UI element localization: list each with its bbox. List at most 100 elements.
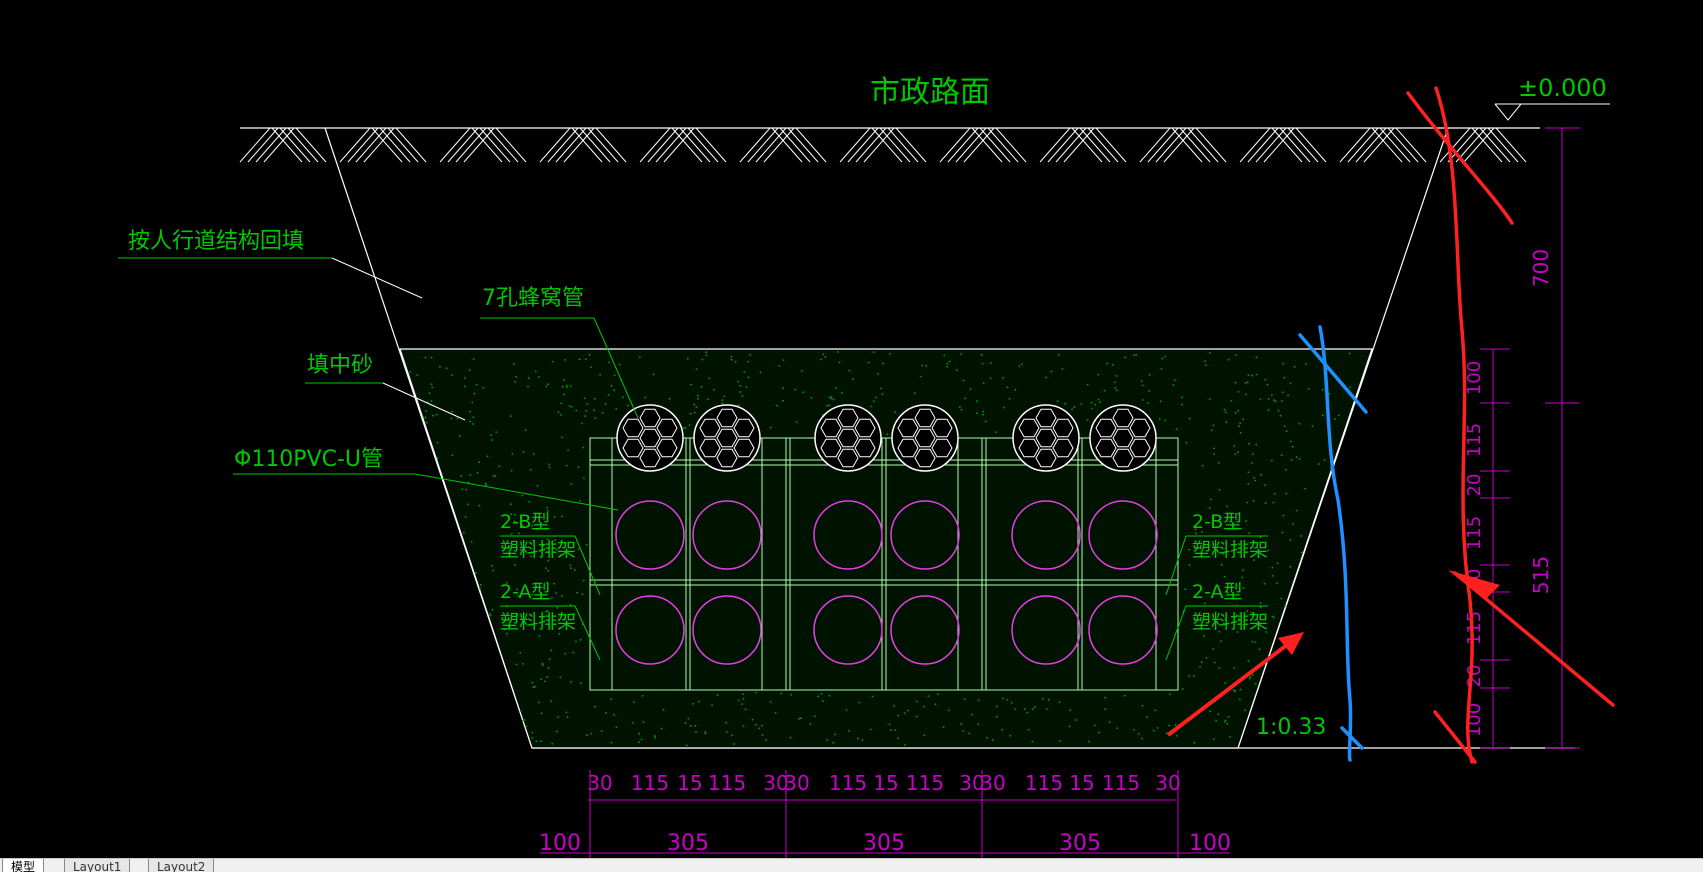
- sand-dot: [1164, 419, 1167, 422]
- pvc-pipe: [1088, 500, 1158, 570]
- sand-dot: [782, 399, 784, 402]
- sand-dot: [733, 743, 735, 745]
- sand-dot: [754, 691, 757, 694]
- sand-dot: [749, 353, 752, 356]
- sand-dot: [707, 398, 710, 401]
- horizontal-dimensions: [540, 770, 1230, 858]
- honeycomb-cell: [716, 448, 738, 468]
- sand-dot: [469, 420, 472, 423]
- sand-dot: [478, 504, 481, 507]
- sand-dot: [904, 744, 906, 746]
- sand-dot: [682, 427, 685, 430]
- sand-dot: [652, 373, 655, 376]
- sand-dot: [586, 734, 588, 737]
- sand-dot: [547, 614, 550, 617]
- sand-dot: [1093, 724, 1096, 727]
- sand-dot: [542, 544, 545, 547]
- sand-dot: [1213, 453, 1215, 455]
- sand-dot: [1293, 365, 1296, 368]
- sand-dot: [711, 704, 713, 706]
- sand-dot: [464, 377, 466, 379]
- sand-dot: [835, 387, 837, 389]
- sand-dot: [551, 597, 553, 599]
- ground-hatch-stroke: [663, 127, 695, 163]
- honeycomb-outer: [1012, 404, 1080, 472]
- sand-dot: [921, 364, 924, 367]
- sand-dot: [439, 365, 441, 368]
- frame-a-right-line2: 塑料排架: [1192, 611, 1268, 633]
- sand-dot: [1276, 582, 1278, 584]
- sand-dot: [416, 374, 418, 376]
- sand-dot: [548, 463, 550, 466]
- sand-dot: [1132, 729, 1135, 731]
- sand-dot: [1225, 590, 1228, 593]
- sand-dot: [1290, 458, 1293, 461]
- sand-dot: [1274, 400, 1277, 403]
- frame-a-left-line1: 2-A型: [500, 581, 551, 603]
- sand-dot: [1213, 661, 1216, 664]
- sand-dot: [430, 383, 433, 386]
- sand-dot: [562, 378, 565, 381]
- honeycomb-cell: [897, 418, 919, 438]
- ground-hatch-stroke: [279, 127, 311, 163]
- sand-dot: [1267, 409, 1270, 412]
- sand-dot: [582, 579, 585, 582]
- sand-dot: [734, 360, 737, 363]
- pvc-pipe: [692, 500, 762, 570]
- honeycomb-cell: [639, 428, 661, 448]
- sand-dot: [1058, 701, 1061, 703]
- ground-hatch-stroke: [547, 127, 579, 163]
- sand-dot: [1086, 383, 1089, 386]
- sand-dot: [489, 614, 492, 617]
- sand-dot: [491, 608, 494, 611]
- sand-dot: [962, 730, 965, 732]
- sand-dot: [1239, 698, 1241, 701]
- sand-dot: [794, 388, 797, 391]
- sand-dot: [946, 362, 949, 365]
- sand-dot: [1224, 721, 1226, 723]
- pvc-pipe: [813, 500, 883, 570]
- sand-dot: [561, 436, 564, 439]
- sand-dot: [545, 385, 548, 388]
- sand-dot: [430, 400, 433, 402]
- sand-dot: [881, 393, 884, 396]
- sand-dot: [561, 385, 564, 388]
- sand-dot: [1252, 559, 1255, 561]
- ground-hatch-stroke: [1439, 127, 1471, 163]
- honeycomb-cell: [656, 438, 678, 458]
- sand-dot: [482, 386, 485, 389]
- sand-dot: [817, 695, 820, 698]
- hdim-top-text: 30: [784, 771, 809, 795]
- sand-dot: [668, 397, 671, 400]
- sand-dot: [943, 354, 946, 357]
- tab-layout2[interactable]: Layout2: [148, 859, 215, 872]
- sand-dot: [532, 539, 535, 542]
- hdim-bottom-text: 305: [863, 831, 905, 856]
- honeycomb-pipe: [693, 404, 761, 472]
- sand-dot: [469, 474, 472, 476]
- sand-dot: [1006, 386, 1009, 389]
- sand-dot: [531, 731, 534, 734]
- sand-dot: [984, 420, 987, 423]
- sand-dot: [782, 387, 784, 390]
- sand-dot: [594, 705, 597, 708]
- sand-dot: [662, 708, 665, 711]
- sand-dot: [1002, 697, 1004, 700]
- sand-dot: [875, 396, 878, 399]
- sand-dot: [513, 520, 516, 523]
- ground-hatch-stroke: [1479, 127, 1511, 163]
- sand-dot: [1195, 532, 1197, 535]
- tab-layout1[interactable]: Layout1: [64, 859, 131, 872]
- dim-115-a: 115: [1464, 423, 1485, 457]
- sand-dot: [927, 695, 930, 697]
- ground-hatch-stroke: [887, 127, 919, 163]
- sand-dot: [1116, 389, 1118, 392]
- sand-dot: [1237, 391, 1240, 393]
- sand-dot: [705, 354, 708, 357]
- tab-model[interactable]: 模型: [2, 859, 45, 872]
- sand-dot: [642, 721, 645, 723]
- sand-dot: [1222, 553, 1225, 556]
- sand-dot: [889, 729, 892, 731]
